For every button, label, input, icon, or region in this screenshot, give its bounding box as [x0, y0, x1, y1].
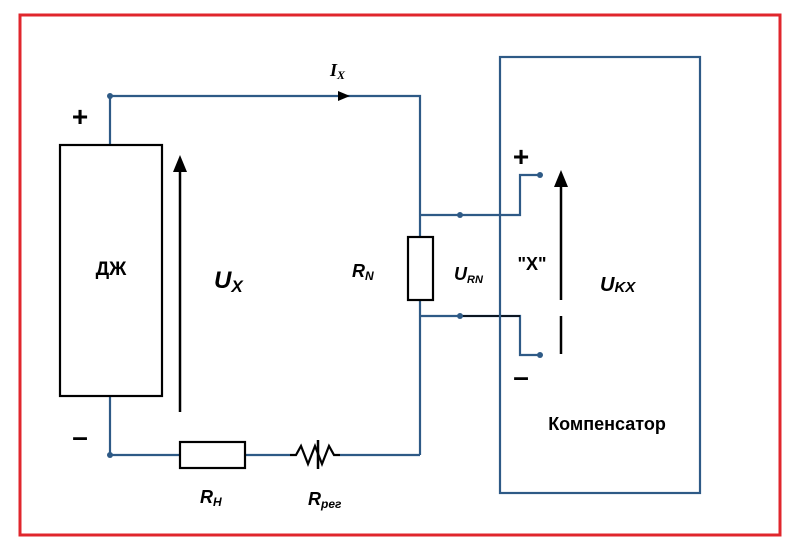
minus-compensator: – — [513, 361, 529, 392]
rreg-main: R — [308, 489, 321, 509]
resistor-rn — [406, 235, 435, 302]
dot-switch-top — [537, 172, 543, 178]
plus-compensator: + — [513, 141, 529, 172]
rheostat-rreg — [290, 442, 340, 468]
dot-switch-bottom — [537, 352, 543, 358]
wire-top — [110, 94, 422, 237]
urn-main: U — [454, 264, 468, 284]
switch-label: "X" — [517, 254, 546, 274]
rn-sub: N — [365, 269, 374, 283]
urn-label: URN — [454, 264, 484, 286]
urn-sub: RN — [467, 274, 484, 286]
rh-main: R — [200, 487, 213, 507]
minus-source: – — [72, 421, 88, 452]
junction-dots — [107, 93, 543, 458]
ukx-main: U — [600, 274, 615, 296]
ukx-sub: KX — [614, 279, 636, 296]
plus-source: + — [72, 101, 88, 132]
rreg-sub: рег — [320, 497, 342, 511]
current-label: IX — [329, 60, 346, 82]
wire-tap-upper — [420, 173, 540, 217]
wires — [108, 94, 540, 457]
ukx-label: UKX — [600, 274, 636, 296]
source-box — [58, 143, 164, 398]
ux-label: UX — [214, 267, 244, 296]
dot-upper-tap — [457, 212, 463, 218]
dot-lower-tap — [457, 313, 463, 319]
compensator-box — [498, 55, 702, 495]
ux-main: U — [214, 267, 232, 294]
wire-tap-lower — [420, 314, 540, 357]
dot-top-left — [107, 93, 113, 99]
rn-label: RN — [352, 261, 374, 283]
current-sub: X — [336, 68, 346, 82]
rn-main: R — [352, 261, 365, 281]
ux-sub: X — [230, 277, 244, 296]
frame-border — [18, 13, 782, 537]
rreg-label: Rрег — [308, 489, 342, 511]
resistor-rh — [178, 440, 247, 470]
dot-bottom-left — [107, 452, 113, 458]
current-main: I — [329, 60, 338, 80]
ukx-arrow-head — [554, 170, 568, 187]
compensator-label: Компенсатор — [548, 414, 666, 434]
current-arrow — [338, 91, 350, 101]
rh-sub: Н — [213, 495, 222, 509]
ux-arrow-head — [173, 155, 187, 172]
rh-label: RН — [200, 487, 222, 509]
source-label: ДЖ — [96, 259, 128, 280]
